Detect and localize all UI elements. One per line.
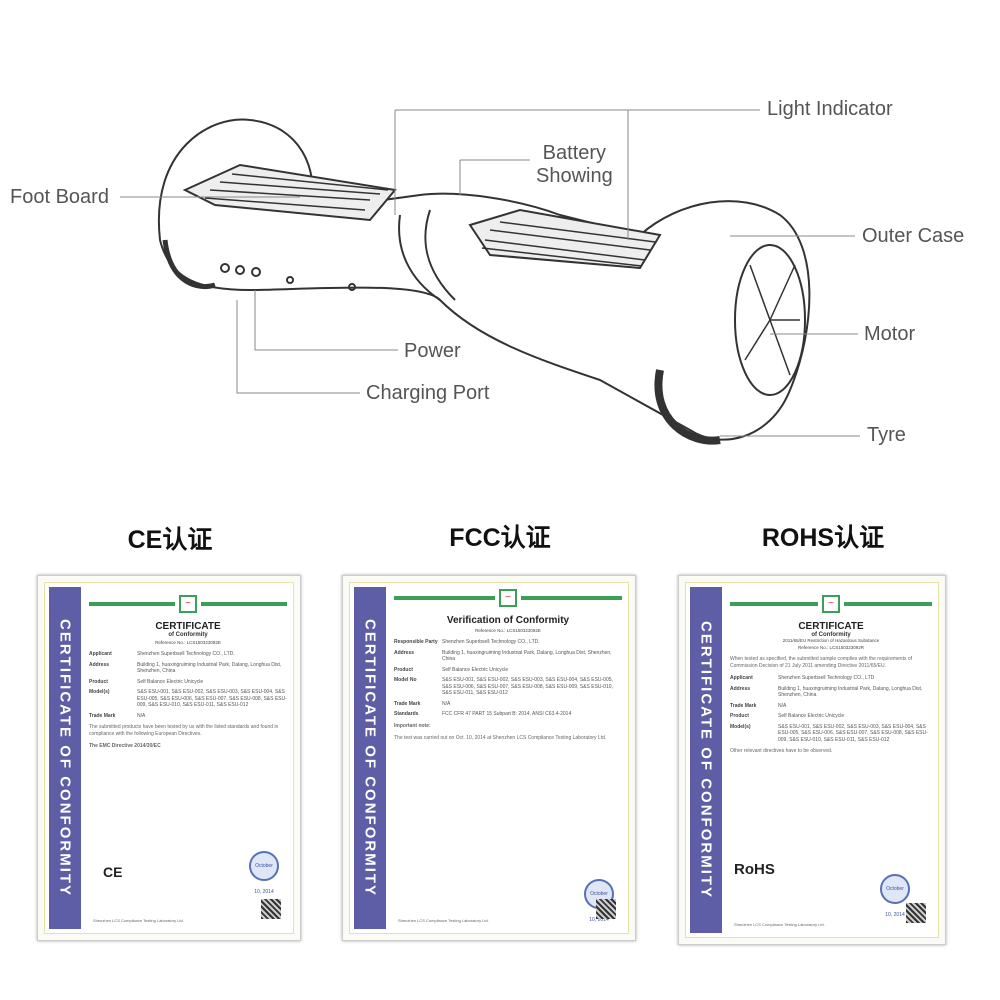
fcc-heading: FCC认证 xyxy=(449,524,551,552)
motor-hub xyxy=(734,244,806,396)
right-tyre xyxy=(654,369,721,445)
certificate-subtitle: of Conformity xyxy=(168,632,208,638)
certificate-title: Verification of Conformity xyxy=(446,615,570,626)
rohs-heading: ROHS认证 xyxy=(761,524,885,552)
lab-stamp: October 10, 2014 xyxy=(249,851,279,895)
label-outer-case: Outer Case xyxy=(862,225,965,247)
power-button-holes xyxy=(220,263,356,291)
left-tyre xyxy=(162,239,216,290)
rohs-certificate: CERTIFICATE OF CONFORMITY ~ CERTIFICATE … xyxy=(678,575,946,945)
label-tyre: Tyre xyxy=(867,424,906,446)
ce-heading: CE认证 xyxy=(127,526,213,554)
left-foot-board xyxy=(182,163,397,222)
certificate-title: CERTIFICATE xyxy=(155,621,221,632)
right-foot-board-grip xyxy=(481,221,656,267)
certificate-reference: Reference No.: LCS150323092R xyxy=(797,645,865,650)
center-joint xyxy=(398,209,456,301)
motor-spokes xyxy=(744,264,800,376)
label-foot-board: Foot Board xyxy=(10,186,109,208)
ce-mark: CE xyxy=(103,864,123,880)
lab-stamp: October 10, 2014 xyxy=(880,874,910,918)
lcs-logo-icon: ~ xyxy=(499,589,517,607)
label-battery-showing: Battery Showing xyxy=(536,142,613,187)
label-motor: Motor xyxy=(864,323,916,345)
lcs-logo-icon: ~ xyxy=(179,595,197,613)
hoverboard-drawing xyxy=(120,109,860,445)
label-charging-port: Charging Port xyxy=(366,382,490,404)
certificate-reference: Reference No.: LCS150323092E xyxy=(155,640,221,645)
label-light-indicator: Light Indicator xyxy=(767,98,893,120)
certificate-side-banner: CERTIFICATE OF CONFORMITY xyxy=(49,587,81,929)
qr-code xyxy=(906,903,926,923)
leader-lines xyxy=(120,109,860,437)
ce-certificate: CERTIFICATE OF CONFORMITY ~ CERTIFICATE … xyxy=(37,575,301,941)
lcs-logo-icon: ~ xyxy=(822,595,840,613)
certificate-subtitle: of Conformity xyxy=(811,632,851,638)
left-foot-board-grip xyxy=(204,173,389,211)
certificate-title: CERTIFICATE xyxy=(798,621,864,632)
qr-code xyxy=(261,899,281,919)
qr-code xyxy=(596,899,616,919)
left-outer-case xyxy=(157,118,811,441)
rohs-mark: RoHS xyxy=(734,861,775,878)
certificate-reference: Reference No.: LCS150323092E xyxy=(475,628,541,633)
certificate-side-banner: CERTIFICATE OF CONFORMITY xyxy=(690,587,722,933)
certificate-side-banner: CERTIFICATE OF CONFORMITY xyxy=(354,587,386,929)
label-power: Power xyxy=(404,340,461,362)
fcc-certificate: CERTIFICATE OF CONFORMITY ~ Verification… xyxy=(342,575,636,941)
